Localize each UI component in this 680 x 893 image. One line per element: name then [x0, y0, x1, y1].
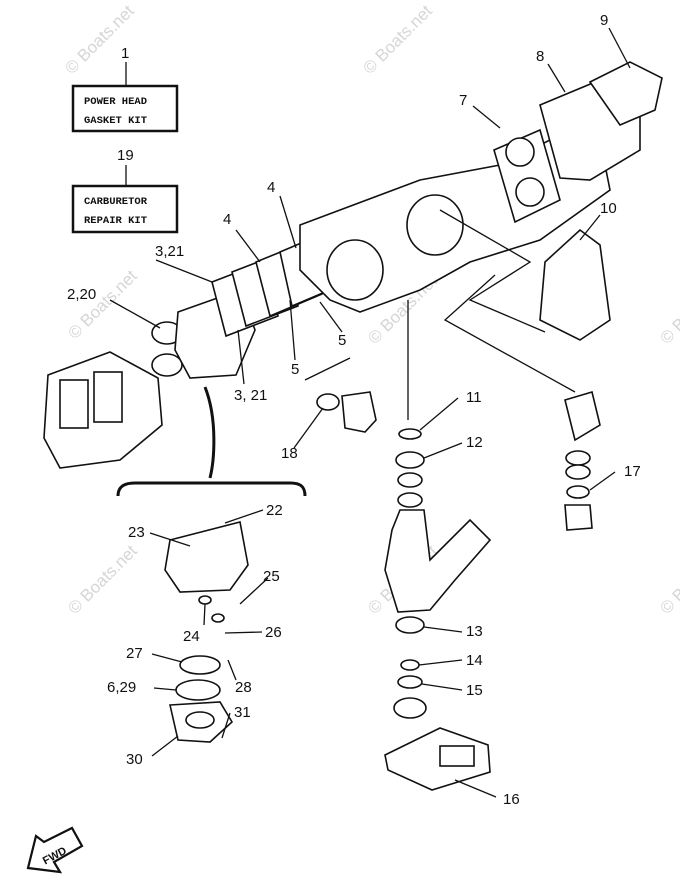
- kit-box-frame: [71, 184, 179, 234]
- connector: [304, 357, 351, 381]
- watermark: © Boats.net: [359, 1, 436, 78]
- kit-box-carburetor[interactable]: CARBURETOR REPAIR KIT: [71, 165, 179, 234]
- connector: [443, 274, 576, 393]
- crankcase-bore: [406, 194, 464, 256]
- watermark: © Boats.net: [656, 541, 680, 618]
- callout-27: 27: [126, 645, 143, 662]
- callout-11: 11: [466, 389, 482, 406]
- connector-lines: [116, 209, 576, 497]
- callout-2-20: 2,20: [67, 286, 96, 303]
- callout-28: 28: [235, 679, 252, 696]
- callout-7: 7: [459, 92, 467, 109]
- seal-27: [179, 655, 221, 675]
- head-gasket-hole: [505, 137, 535, 167]
- crankcase-bore: [326, 239, 384, 301]
- callout-6-29: 6,29: [107, 679, 136, 696]
- bearing-12: [395, 451, 425, 469]
- fwd-arrow: FWD: [26, 826, 84, 874]
- bearing-12: [397, 472, 423, 488]
- kit-line-1: POWER HEAD: [84, 96, 147, 108]
- spring-17: [565, 450, 591, 466]
- oring-17: [566, 485, 590, 499]
- watermark: © Boats.net: [64, 541, 141, 618]
- callout-30: 30: [126, 751, 143, 768]
- callout-19: 19: [117, 147, 134, 164]
- callout-14: 14: [466, 652, 483, 669]
- cover-22-23: [164, 521, 249, 593]
- callout-3-21: 3,21: [155, 243, 184, 260]
- head-cover-9: [588, 61, 663, 126]
- fwd-arrow-shape: [26, 826, 84, 874]
- callout-23: 23: [128, 524, 145, 541]
- screw-24: [211, 613, 225, 623]
- callout-5: 5: [338, 332, 346, 349]
- callout-8: 8: [536, 48, 544, 65]
- seal-housing: [393, 697, 427, 719]
- callout-5: 5: [291, 361, 299, 378]
- callout-25: 25: [263, 568, 280, 585]
- callout-3-21: 3, 21: [234, 387, 267, 404]
- callout-10: 10: [600, 200, 617, 217]
- parts-artwork: [43, 61, 663, 791]
- watermark: © Boats.net: [64, 266, 141, 343]
- kit-box-power-head[interactable]: POWER HEAD GASKET KIT: [71, 62, 179, 133]
- callout-22: 22: [266, 502, 283, 519]
- exhaust-cover-10: [539, 228, 611, 341]
- gasket-16-window: [439, 745, 475, 767]
- oring-15: [397, 675, 423, 689]
- kit-line-1: CARBURETOR: [84, 196, 148, 208]
- callout-26: 26: [265, 624, 282, 641]
- part-18-body: [341, 391, 377, 433]
- gasket-2-20: [151, 353, 183, 377]
- gasket-16: [384, 727, 491, 791]
- callout-12: 12: [466, 434, 483, 451]
- connector-curve: [203, 386, 216, 479]
- ring-14: [400, 659, 420, 671]
- callout-4: 4: [223, 211, 231, 228]
- bearing-13: [395, 616, 425, 634]
- head-gasket-hole: [515, 177, 545, 207]
- thermostat-cover: [564, 390, 601, 442]
- callout-leaders: [109, 27, 631, 798]
- screw-24: [198, 595, 212, 605]
- callout-1: 1: [121, 45, 129, 62]
- crankshaft: [384, 509, 492, 613]
- kit-box-frame: [71, 84, 179, 133]
- callout-17: 17: [624, 463, 641, 480]
- kit-line-2: REPAIR KIT: [84, 215, 147, 227]
- watermark: © Boats.net: [656, 271, 680, 348]
- thermostat-17: [564, 504, 593, 531]
- spring-17: [565, 464, 591, 480]
- bearing-12: [397, 492, 423, 508]
- callout-18: 18: [281, 445, 298, 462]
- kit-line-2: GASKET KIT: [84, 115, 147, 127]
- oring-11: [398, 428, 422, 440]
- callout-16: 16: [503, 791, 520, 808]
- part-18: [316, 393, 340, 411]
- callout-9: 9: [600, 12, 608, 29]
- carburetor-window: [93, 371, 123, 423]
- callout-24: 24: [183, 628, 200, 645]
- carburetor-window: [59, 379, 89, 429]
- oring-6-29: [175, 679, 221, 701]
- group-bracket: [116, 481, 307, 497]
- callout-31: 31: [234, 704, 251, 721]
- callout-13: 13: [466, 623, 483, 640]
- housing-bore: [185, 711, 215, 729]
- connector: [439, 209, 546, 333]
- callout-4: 4: [267, 179, 275, 196]
- callout-15: 15: [466, 682, 483, 699]
- callout-labels: 2,20 3,21 4 4 5 5 3, 21 7 8 9 10 11 12 1…: [67, 12, 641, 808]
